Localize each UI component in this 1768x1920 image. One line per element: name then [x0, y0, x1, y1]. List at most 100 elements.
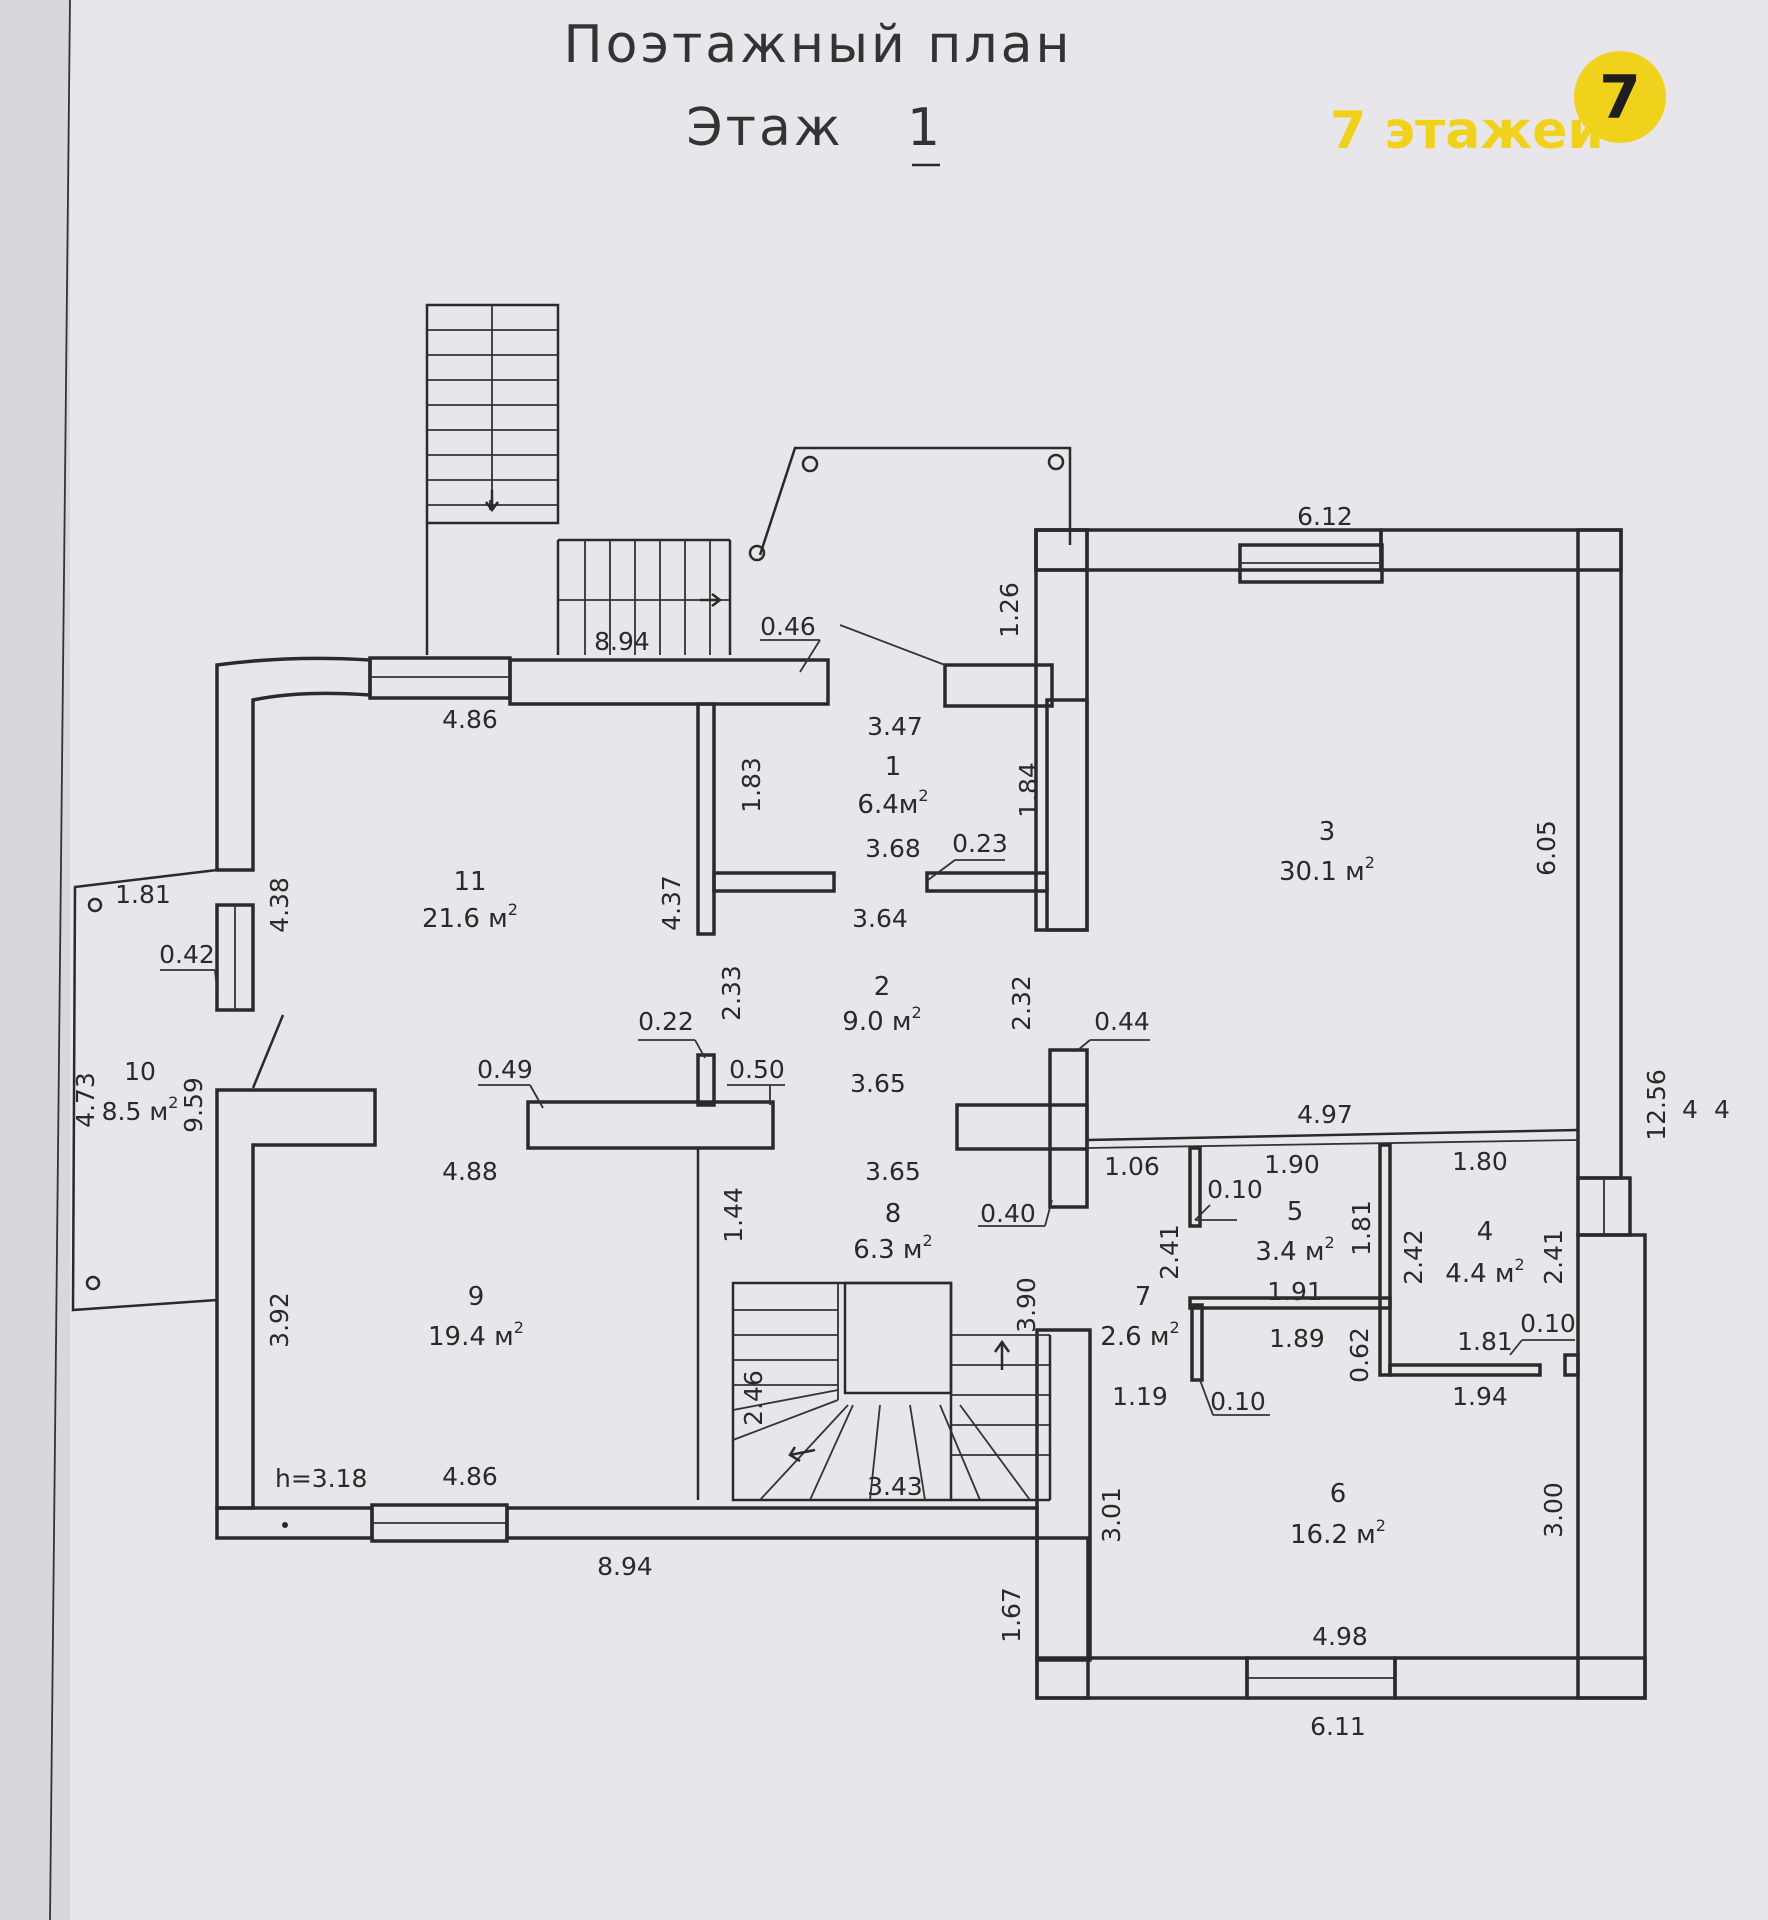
room-10-number: 10 — [124, 1057, 156, 1086]
dimension-label: 2.33 — [717, 965, 746, 1021]
room-2-area: 9.0 м2 — [842, 1003, 921, 1037]
room-5-number: 5 — [1287, 1197, 1304, 1227]
ceiling-height-marker — [282, 1522, 288, 1528]
leader-lines — [160, 624, 1575, 1416]
dimension-label: 2.42 — [1399, 1229, 1428, 1285]
brand-name: 7 этажей — [1330, 101, 1604, 161]
terrace-outline — [71, 868, 285, 1312]
room-7-number: 7 — [1135, 1282, 1152, 1312]
room-5-area: 3.4 м2 — [1255, 1233, 1334, 1267]
dimension-label: 2.46 — [739, 1370, 768, 1426]
entrance-porch — [748, 446, 1072, 562]
dimension-label: 0.49 — [477, 1055, 533, 1084]
dimension-label: 1.26 — [995, 582, 1024, 638]
floor-number: 1 — [907, 98, 943, 158]
room-labels: 1 6.4м2 2 9.0 м2 3 30.1 м2 4 4.4 м2 5 3.… — [102, 752, 1525, 1550]
dimension-label: 4.98 — [1312, 1622, 1368, 1651]
dimension-label: 0.23 — [952, 829, 1008, 858]
dimension-label: 0.40 — [980, 1199, 1036, 1228]
dimension-labels: 8.94 4.86 0.46 3.47 1.26 6.12 1.83 1.84 … — [71, 502, 1730, 1741]
paper-edge — [49, 0, 71, 1920]
room-8-area: 6.3 м2 — [853, 1231, 932, 1265]
dimension-label: 1.81 — [1457, 1327, 1513, 1356]
dimension-label: 6.12 — [1297, 502, 1353, 531]
room-6-number: 6 — [1330, 1479, 1347, 1509]
exterior-staircase — [425, 303, 732, 655]
dimension-label: 4 — [1682, 1095, 1698, 1124]
room-7-area: 2.6 м2 — [1100, 1318, 1179, 1352]
dimension-label: 1.89 — [1269, 1324, 1325, 1353]
dimension-label: 0.10 — [1207, 1175, 1263, 1204]
room-4-number: 4 — [1477, 1217, 1494, 1247]
dimension-label: 3.90 — [1012, 1277, 1041, 1333]
room-9-area: 19.4 м2 — [428, 1318, 524, 1352]
dimension-label: 3.64 — [852, 904, 908, 933]
room-1-number: 1 — [885, 752, 902, 782]
dimension-label: 0.50 — [729, 1055, 785, 1084]
room-9-number: 9 — [468, 1282, 485, 1312]
room-4-area: 4.4 м2 — [1445, 1255, 1524, 1289]
dimension-label: 0.44 — [1094, 1007, 1150, 1036]
room-6-area: 16.2 м2 — [1290, 1516, 1386, 1550]
dimension-label: 1.83 — [737, 757, 766, 813]
paper-background — [70, 0, 1768, 1920]
ceiling-height-note: h=3.18 — [275, 1464, 367, 1493]
dimension-label: 4.88 — [442, 1157, 498, 1186]
dimension-label: 4.37 — [657, 875, 686, 931]
plan-title: Поэтажный план — [564, 15, 1073, 75]
room-2-number: 2 — [874, 972, 891, 1002]
dimension-label: 3.47 — [867, 712, 923, 741]
dimension-label: 1.91 — [1267, 1277, 1323, 1306]
room-8-number: 8 — [885, 1199, 902, 1229]
dimension-label: 3.65 — [850, 1069, 906, 1098]
dimension-label: 12.56 — [1642, 1069, 1671, 1141]
dimension-label: 1.84 — [1014, 762, 1043, 818]
dimension-label: 3.65 — [865, 1157, 921, 1186]
dimension-label: 8.94 — [594, 627, 650, 656]
room-11-area: 21.6 м2 — [422, 900, 518, 934]
room-3-area: 30.1 м2 — [1279, 853, 1375, 887]
dimension-label: 4.38 — [265, 877, 294, 933]
dimension-label: 4.97 — [1297, 1100, 1353, 1129]
walls — [215, 528, 1647, 1700]
room-3-number: 3 — [1319, 817, 1336, 847]
window-room-11 — [368, 656, 512, 700]
dimension-label: 3.92 — [265, 1292, 294, 1348]
dimension-label: 0.46 — [760, 612, 816, 641]
dimension-label: 0.42 — [159, 940, 215, 969]
dimension-label: 0.10 — [1520, 1309, 1576, 1338]
dimension-label: 3.68 — [865, 834, 921, 863]
dimension-label: 0.62 — [1345, 1327, 1374, 1383]
dimension-label: 1.80 — [1452, 1147, 1508, 1176]
dimension-label: 6.11 — [1310, 1712, 1366, 1741]
dimension-label: 1.90 — [1264, 1150, 1320, 1179]
dimension-label: 4.86 — [442, 705, 498, 734]
dimension-label: 0.10 — [1210, 1387, 1266, 1416]
dimension-label: 6.05 — [1532, 820, 1561, 876]
dimension-label: 1.19 — [1112, 1382, 1168, 1411]
dimension-label: 0.22 — [638, 1007, 694, 1036]
dimension-label: 1.67 — [997, 1587, 1026, 1643]
dimension-label: 4.73 — [71, 1072, 100, 1128]
dimension-label: 1.81 — [115, 880, 171, 909]
dimension-label: 4 — [1714, 1095, 1730, 1124]
room-1-area: 6.4м2 — [857, 786, 928, 820]
brand-logo-digit: 7 — [1599, 63, 1641, 133]
dimension-label: 3.43 — [867, 1472, 923, 1501]
interior-staircase — [731, 1281, 1052, 1502]
room-11-number: 11 — [453, 867, 486, 897]
brand-logo-icon: 7 — [1574, 51, 1666, 143]
dimension-label: 1.44 — [719, 1187, 748, 1243]
dimension-label: 2.41 — [1155, 1224, 1184, 1280]
dimension-label: 9.59 — [179, 1077, 208, 1133]
dimension-label: 2.41 — [1539, 1229, 1568, 1285]
dimension-label: 3.00 — [1539, 1482, 1568, 1538]
dimension-label: 3.01 — [1097, 1487, 1126, 1543]
dimension-label: 2.32 — [1007, 975, 1036, 1031]
dimension-label: 1.81 — [1347, 1200, 1376, 1256]
dimension-label: 4.86 — [442, 1462, 498, 1491]
room-10-area: 8.5 м2 — [102, 1093, 179, 1126]
dimension-label: 8.94 — [597, 1552, 653, 1581]
dimension-label: 1.94 — [1452, 1382, 1508, 1411]
